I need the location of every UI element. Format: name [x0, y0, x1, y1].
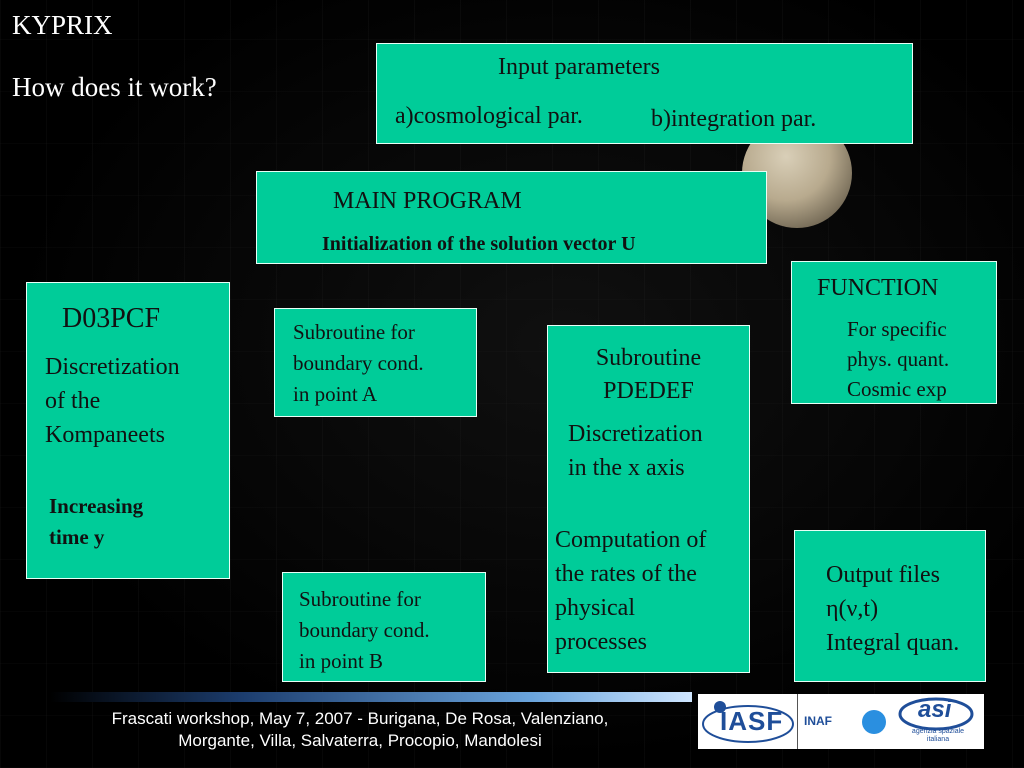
slide-subtitle: How does it work? — [12, 72, 217, 102]
function-heading: FUNCTION — [817, 275, 939, 301]
asi-logo-icon — [862, 697, 974, 734]
iasf-logo-icon — [702, 701, 794, 743]
iasf-logo-text: IASF — [720, 706, 784, 736]
iasf-logo: IASF — [698, 694, 798, 749]
logo-strip: IASF INAF asi agenzia spaziale italiana — [698, 694, 984, 749]
footer-gradient-bar — [50, 692, 692, 702]
main-program-heading: MAIN PROGRAM — [333, 188, 522, 214]
integration-par-label: b)integration par. — [651, 106, 817, 132]
main-program-box: MAIN PROGRAM Initialization of the solut… — [256, 171, 767, 264]
boundary-b-text: Subroutine for boundary cond. in point B — [299, 587, 430, 673]
input-parameters-box: Input parameters a)cosmological par. b)i… — [376, 43, 913, 144]
slide-title: KYPRIX — [12, 10, 113, 40]
pdedef-computation: Computation of the rates of the physical… — [555, 527, 707, 655]
asi-logo-caption: agenzia spaziale italiana — [911, 728, 965, 743]
d03pcf-box: D03PCF Discretization of the Kompaneets … — [26, 282, 230, 579]
d03pcf-note: Increasing time y — [49, 494, 144, 549]
cosmological-par-label: a)cosmological par. — [395, 103, 583, 129]
boundary-a-box: Subroutine for boundary cond. in point A — [274, 308, 477, 417]
asi-logo-text: asi — [918, 696, 952, 723]
boundary-a-text: Subroutine for boundary cond. in point A — [293, 320, 424, 406]
function-box: FUNCTION For specific phys. quant. Cosmi… — [791, 261, 997, 404]
boundary-b-box: Subroutine for boundary cond. in point B — [282, 572, 486, 682]
inaf-asi-logos: INAF asi agenzia spaziale italiana — [798, 694, 984, 749]
initialization-label: Initialization of the solution vector U — [322, 233, 636, 255]
output-files-text: Output files η(ν,t) Integral quan. — [826, 562, 960, 656]
function-detail: For specific phys. quant. Cosmic exp — [847, 317, 950, 401]
output-files-box: Output files η(ν,t) Integral quan. — [794, 530, 986, 682]
footer-credits: Frascati workshop, May 7, 2007 - Burigan… — [111, 709, 609, 751]
pdedef-box: Subroutine PDEDEF Discretization in the … — [547, 325, 750, 673]
input-parameters-heading: Input parameters — [498, 54, 660, 80]
d03pcf-detail: Discretization of the Kompaneets — [45, 354, 180, 448]
d03pcf-heading: D03PCF — [62, 303, 161, 334]
pdedef-heading: Subroutine PDEDEF — [595, 345, 702, 404]
pdedef-detail: Discretization in the x axis — [568, 421, 703, 481]
inaf-logo-text: INAF — [804, 714, 832, 728]
